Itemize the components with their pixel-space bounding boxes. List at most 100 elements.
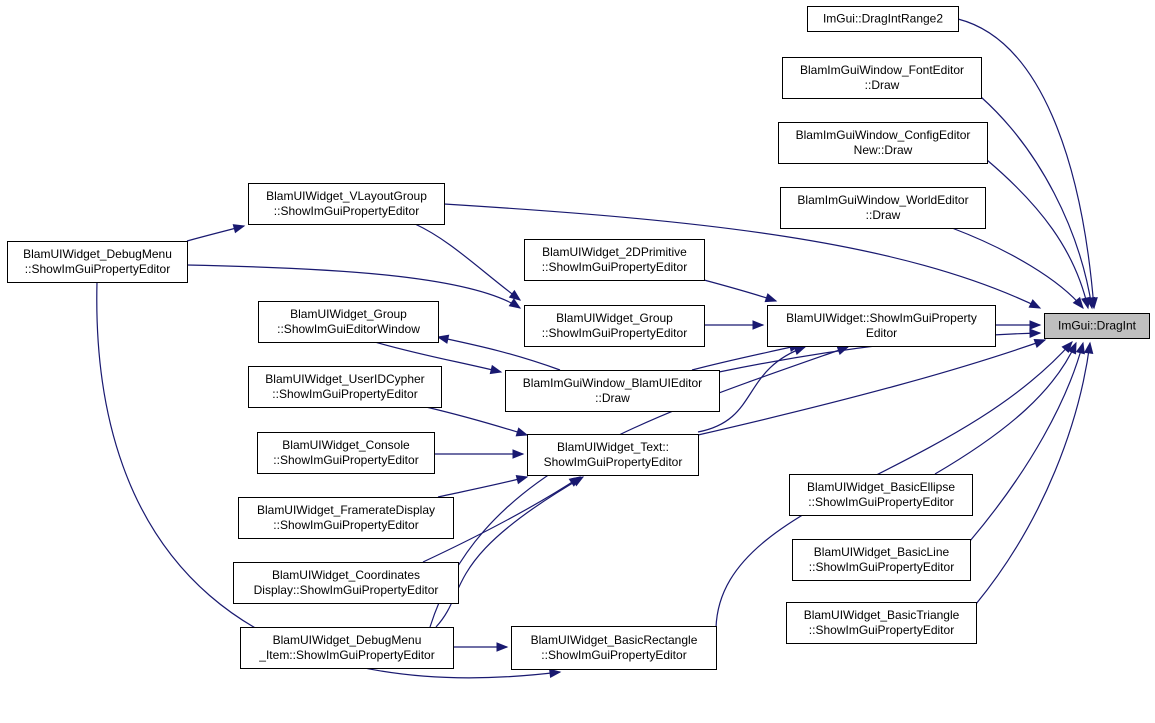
edge-uieditor-to-groupeditorwindow <box>436 334 561 371</box>
node-label: BlamUIWidget_BasicEllipse <box>807 480 955 494</box>
node-label: ::ShowImGuiPropertyEditor <box>272 387 417 401</box>
arrowhead-icon <box>496 642 509 652</box>
edge-menuitem-to-basicrect <box>453 642 509 652</box>
node-label: Display::ShowImGuiPropertyEditor <box>254 583 439 597</box>
node-label: BlamUIWidget::ShowImGuiProperty <box>786 311 977 325</box>
arrowhead-icon <box>1028 299 1042 309</box>
edge-prim2d-to-uiwidget <box>703 279 778 303</box>
edge-groupprop-to-uiwidget <box>703 320 765 330</box>
node-label: ShowImGuiPropertyEditor <box>544 455 683 469</box>
node-label: ::ShowImGuiPropertyEditor <box>274 204 419 218</box>
arrowhead-icon <box>512 449 525 459</box>
node-prim2d[interactable]: BlamUIWidget_2DPrimitive::ShowImGuiPrope… <box>524 239 705 281</box>
arrowhead-icon <box>508 289 522 301</box>
node-label: BlamUIWidget_2DPrimitive <box>542 245 687 259</box>
arrowhead-icon <box>1081 296 1091 310</box>
arrowhead-icon <box>1061 340 1073 354</box>
arrowhead-icon <box>508 298 522 309</box>
edge-debugmenu-to-groupprop <box>186 264 522 309</box>
node-label: BlamUIWidget_Console <box>282 438 410 452</box>
node-framerate[interactable]: BlamUIWidget_FramerateDisplay::ShowImGui… <box>238 497 454 539</box>
node-label: _Item::ShowImGuiPropertyEditor <box>258 648 434 662</box>
edge-uiwidget-to-dragint <box>994 320 1042 330</box>
arrowhead-icon <box>1083 341 1094 355</box>
node-label: BlamImGuiWindow_WorldEditor <box>797 193 968 207</box>
node-label: ::Draw <box>866 208 901 222</box>
arrowhead-icon <box>489 364 503 375</box>
node-groupprop[interactable]: BlamUIWidget_Group::ShowImGuiPropertyEdi… <box>524 305 705 347</box>
edge-triangle-to-dragint <box>975 341 1094 605</box>
node-text[interactable]: BlamUIWidget_Text::ShowImGuiPropertyEdit… <box>527 434 699 476</box>
edge-debugmenu-to-vlayoutgroup <box>186 224 246 242</box>
node-basicrect[interactable]: BlamUIWidget_BasicRectangle::ShowImGuiPr… <box>511 626 717 670</box>
node-label: BlamUIWidget_Coordinates <box>272 568 420 582</box>
edge-useridcypher-to-text <box>425 406 529 437</box>
node-uiwidget[interactable]: BlamUIWidget::ShowImGuiPropertyEditor <box>767 305 996 347</box>
node-label: BlamImGuiWindow_ConfigEditor <box>796 128 971 142</box>
node-useridcypher[interactable]: BlamUIWidget_UserIDCypher::ShowImGuiProp… <box>248 366 442 408</box>
arrowhead-icon <box>793 346 807 355</box>
node-menuitem[interactable]: BlamUIWidget_DebugMenu_Item::ShowImGuiPr… <box>240 627 454 669</box>
edges-layer <box>96 18 1098 679</box>
node-label: ::ShowImGuiPropertyEditor <box>273 518 418 532</box>
edge-line-to-dragint <box>969 341 1085 542</box>
node-triangle[interactable]: BlamUIWidget_BasicTriangle::ShowImGuiPro… <box>786 602 977 644</box>
node-uieditor[interactable]: BlamImGuiWindow_BlamUIEditor::Draw <box>505 370 720 412</box>
node-label: BlamUIWidget_UserIDCypher <box>265 372 424 386</box>
node-label: ::Draw <box>865 78 900 92</box>
node-debugmenu[interactable]: BlamUIWidget_DebugMenu::ShowImGuiPropert… <box>7 241 188 283</box>
node-label: BlamUIWidget_VLayoutGroup <box>266 189 427 203</box>
node-label: BlamImGuiWindow_BlamUIEditor <box>523 376 702 390</box>
node-label: BlamUIWidget_DebugMenu <box>23 247 172 261</box>
arrowhead-icon <box>1067 341 1077 355</box>
node-label: ::Draw <box>595 391 630 405</box>
edge-menuitem-to-text <box>435 476 585 628</box>
node-label: ::ShowImGuiPropertyEditor <box>25 262 170 276</box>
node-label: ImGui::DragInt <box>1058 319 1137 333</box>
node-dragintrange2[interactable]: ImGui::DragIntRange2 <box>807 6 959 32</box>
edge-vlayoutgroup-to-groupprop <box>414 223 522 301</box>
node-dragint[interactable]: ImGui::DragInt <box>1044 313 1150 339</box>
edge-console-to-text <box>433 449 525 459</box>
node-label: BlamImGuiWindow_FontEditor <box>800 63 964 77</box>
arrowhead-icon <box>836 346 850 355</box>
node-label: BlamUIWidget_Group <box>556 311 673 325</box>
arrowhead-icon <box>436 334 450 344</box>
node-label: BlamUIWidget_BasicRectangle <box>531 633 698 647</box>
arrowhead-icon <box>1033 339 1047 348</box>
node-console[interactable]: BlamUIWidget_Console::ShowImGuiPropertyE… <box>257 432 435 474</box>
node-label: ImGui::DragIntRange2 <box>823 12 943 26</box>
arrowhead-icon <box>571 476 585 487</box>
edge-framerate-to-text <box>437 475 529 498</box>
node-groupeditorwindow[interactable]: BlamUIWidget_Group::ShowImGuiEditorWindo… <box>258 301 439 343</box>
arrowhead-icon <box>232 224 246 234</box>
node-label: BlamUIWidget_DebugMenu <box>273 633 422 647</box>
arrowhead-icon <box>764 293 778 303</box>
node-label: Editor <box>866 326 897 340</box>
node-vlayoutgroup[interactable]: BlamUIWidget_VLayoutGroup::ShowImGuiProp… <box>248 183 445 225</box>
edge-debugmenu-to-basicrect <box>96 281 562 679</box>
node-label: ::ShowImGuiEditorWindow <box>277 322 420 336</box>
edge-vlayoutgroup-to-dragint <box>443 203 1042 309</box>
arrowhead-icon <box>549 668 562 678</box>
node-label: ::ShowImGuiPropertyEditor <box>808 495 953 509</box>
node-worldeditor[interactable]: BlamImGuiWindow_WorldEditor::Draw <box>780 187 986 229</box>
arrowhead-icon <box>1029 320 1042 330</box>
node-label: New::Draw <box>854 143 913 157</box>
edge-groupeditorwindow-to-uieditor <box>374 341 503 375</box>
node-label: ::ShowImGuiPropertyEditor <box>542 260 687 274</box>
node-fonteditor[interactable]: BlamImGuiWindow_FontEditor::Draw <box>782 57 982 99</box>
edge-configeditor-to-dragint <box>986 159 1091 310</box>
arrowhead-icon <box>1072 296 1084 310</box>
node-coordinates[interactable]: BlamUIWidget_CoordinatesDisplay::ShowImG… <box>233 562 459 604</box>
node-label: BlamUIWidget_BasicLine <box>814 545 950 559</box>
node-label: BlamUIWidget_Group <box>290 307 407 321</box>
node-line[interactable]: BlamUIWidget_BasicLine::ShowImGuiPropert… <box>792 539 971 581</box>
edge-fonteditor-to-dragint <box>980 96 1096 310</box>
nodes-layer: ImGui::DragInt ImGui::DragIntRange2BlamIm… <box>7 6 1150 670</box>
arrowhead-icon <box>752 320 765 330</box>
node-ellipse[interactable]: BlamUIWidget_BasicEllipse::ShowImGuiProp… <box>789 474 973 516</box>
node-label: ::ShowImGuiPropertyEditor <box>542 326 687 340</box>
arrowhead-icon <box>515 475 529 485</box>
